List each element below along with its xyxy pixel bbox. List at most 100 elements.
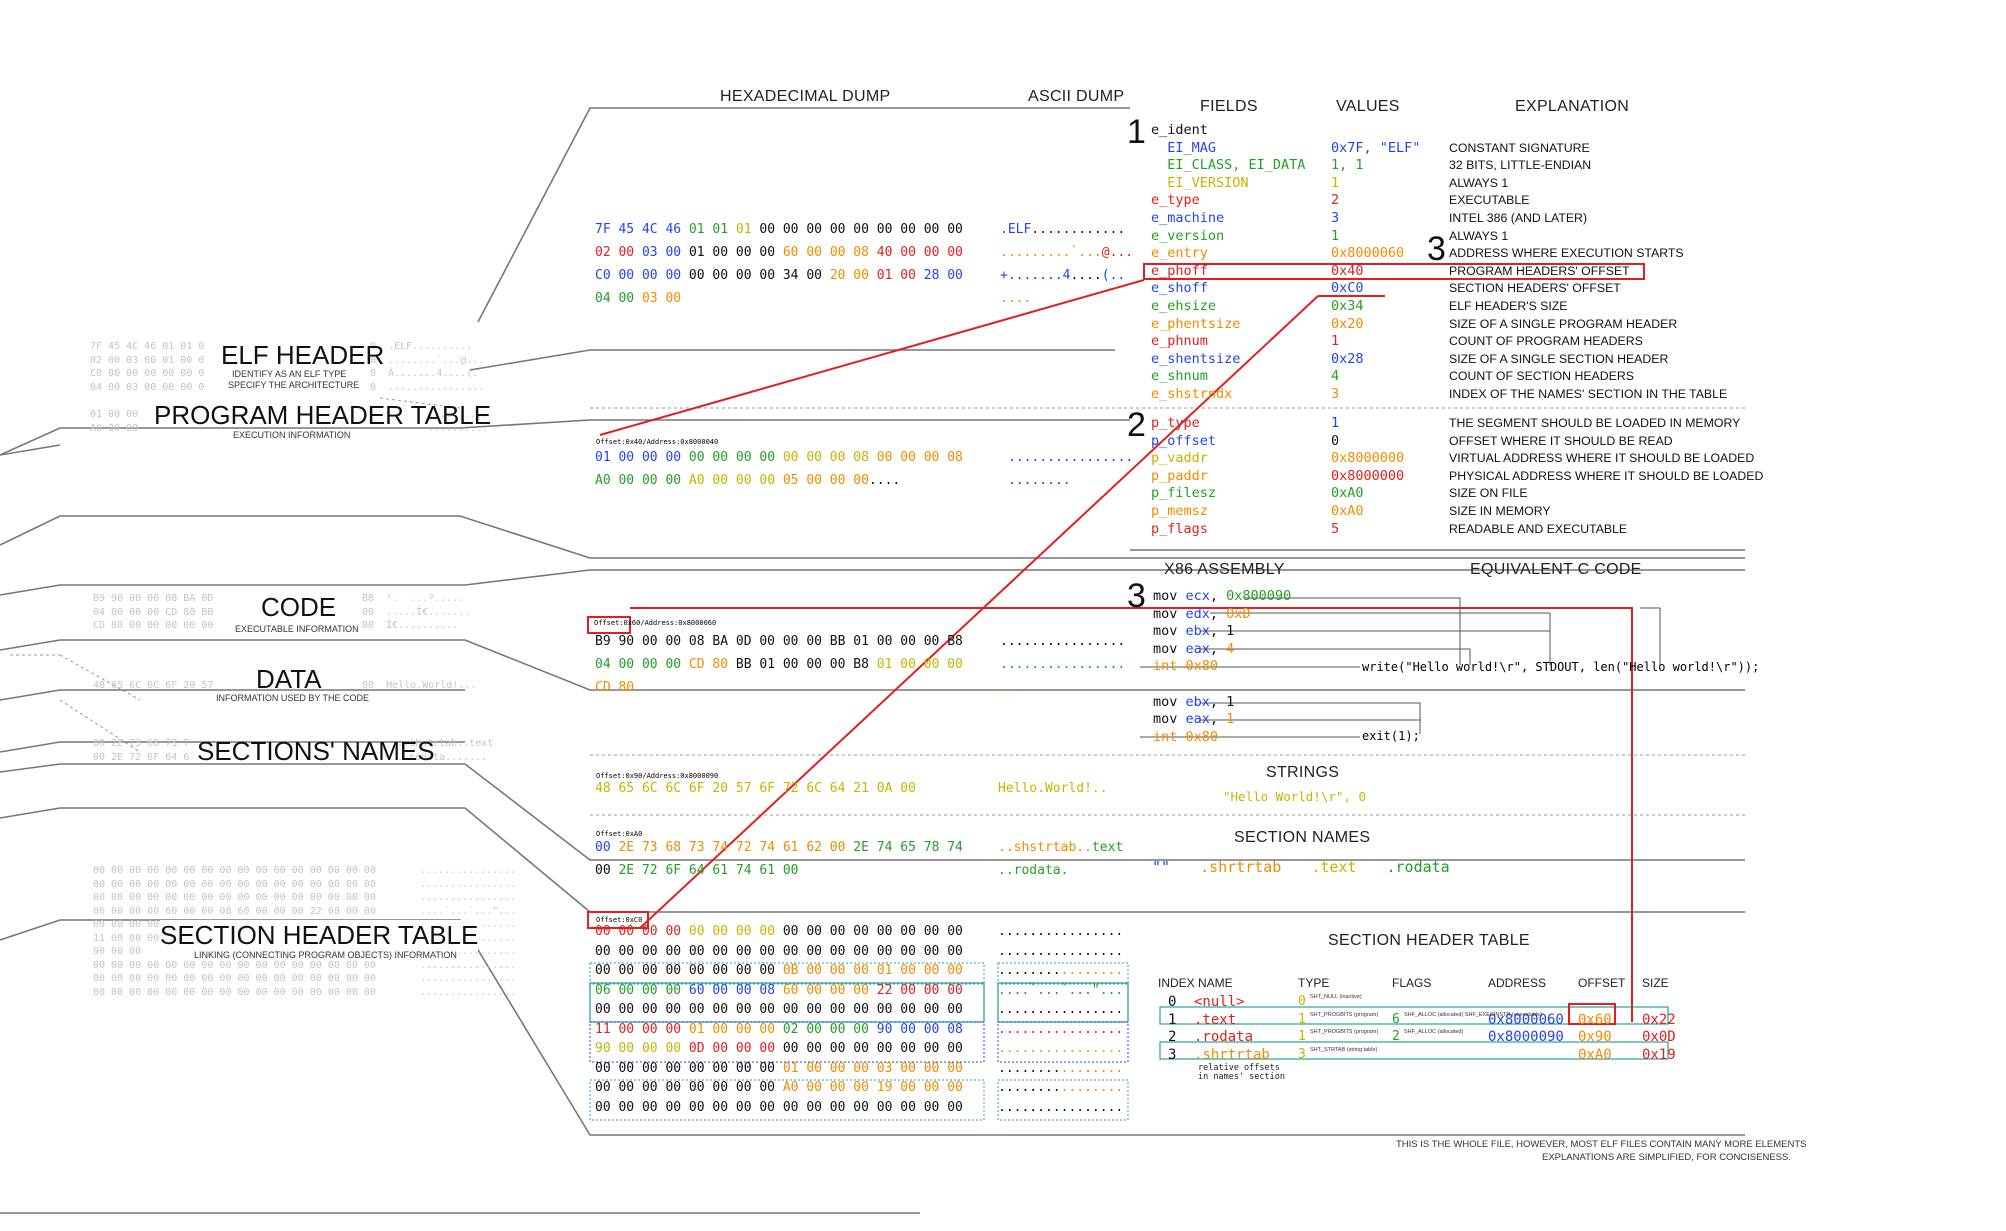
sht-column-header: INDEX: [1158, 976, 1195, 990]
asm-line: int 0x80: [1153, 658, 1291, 676]
elf-hex-run: 01 00 00 00: [688, 245, 783, 260]
elf-field-value: 0xC0: [1331, 280, 1364, 297]
ph-hex-run: A0 00 00 00: [688, 473, 783, 488]
elf-hex-run: 28 00: [923, 268, 963, 283]
sht-flags-note: SHF_ALLOC (allocated): [1404, 1029, 1464, 1035]
sht-hex-run: 00 00 00 00 00 00 00 00 00 00 00 00 00 0…: [595, 943, 963, 959]
sht-ascii-run: ................: [998, 1002, 1124, 1017]
fields-header: FIELDS: [1200, 98, 1258, 115]
sht-cell-name: .text: [1194, 1011, 1237, 1028]
sht-cell-size: 0x19: [1642, 1046, 1676, 1063]
elf-field-field: e_shnum: [1151, 368, 1208, 385]
ph-ghost-ascii: .......... ..........: [428, 409, 489, 434]
names-ascii-run: ..rodata.: [998, 863, 1069, 878]
elf-hex-run: 03 00: [641, 245, 689, 260]
code-subtitle: EXECUTABLE INFORMATION: [235, 624, 359, 634]
elf-field-explanation: SECTION HEADERS' OFFSET: [1449, 281, 1621, 296]
section-header-table-title: SECTION HEADER TABLE: [160, 920, 479, 951]
code-hex-line: 04 00 00 00 CD 80 BB 01 00 00 00 B8 01 0…: [595, 653, 963, 676]
elf-ascii-line: .........`...@...: [1000, 241, 1133, 264]
elf-field-explanation: ADDRESS WHERE EXECUTION STARTS: [1449, 246, 1684, 261]
sht-cell-index: 1: [1168, 1011, 1177, 1028]
elf-hex-run: 60 00 00 08: [782, 245, 877, 260]
ph-field-explanation: SIZE ON FILE: [1449, 486, 1528, 501]
sht-ascii-line: ................: [998, 1059, 1123, 1079]
ph-field-value: 1: [1331, 415, 1340, 431]
data-offset-label: Offset:0x90/Address:0x8000090: [596, 772, 719, 780]
sht-hex-run: 01 00 00 00: [688, 1021, 783, 1037]
asm-run: mov: [1153, 588, 1186, 604]
sht-cell-name: .shrtrtab: [1194, 1046, 1270, 1063]
elf-field-field: e_type: [1151, 192, 1200, 209]
sht-cell-index: 0: [1168, 994, 1177, 1010]
ph-ascii-line: ........: [1008, 469, 1133, 492]
sht-hex-run: 00 00 00 00 00 00 00 00: [595, 1080, 783, 1095]
elf-field-explanation: COUNT OF PROGRAM HEADERS: [1449, 334, 1643, 349]
data-ascii-dump: Hello.World!..: [998, 781, 1108, 796]
section-names-header: SECTION NAMES: [1234, 829, 1371, 846]
elf-field-value: 4: [1331, 368, 1340, 385]
sht-hex-run: 60 00 00 00: [782, 982, 877, 998]
ph-field-field: p_memsz: [1151, 502, 1208, 519]
asm-run: mov: [1153, 693, 1186, 710]
sht-cell-type: 1: [1298, 1011, 1306, 1027]
ph-field-explanation: PHYSICAL ADDRESS WHERE IT SHOULD BE LOAD…: [1449, 468, 1764, 483]
elf-hex-run: 40 00 00 00: [876, 245, 963, 260]
elf-field-value: 1: [1331, 174, 1340, 191]
sht-cell-flags: 2: [1392, 1029, 1400, 1044]
sht-hex-line: 00 00 00 00 00 00 00 00 00 00 00 00 00 0…: [595, 942, 963, 962]
ph-field-field: p_paddr: [1151, 467, 1208, 484]
asm-run: mov: [1153, 605, 1186, 622]
asm-line: [1153, 676, 1291, 694]
elf-field-field: e_phoff: [1151, 262, 1208, 279]
ph-offset-label: Offset:0x40/Address:0x8000040: [596, 438, 719, 446]
sht-cell-offset: 0x60: [1578, 1011, 1612, 1028]
names-hex-run: 00: [595, 863, 619, 878]
sht-cell-offset: 0x90: [1578, 1029, 1612, 1045]
elf-ghost-hex: 7F 45 4C 46 01 01 0 02 00 03 00 01 00 0 …: [90, 341, 205, 393]
sht-hex-run: 60 00 00 08: [688, 982, 783, 998]
sht-hex-run: 01 00 00 00 03 00 00 00: [782, 1060, 963, 1076]
asm-run: ecx: [1185, 588, 1210, 604]
program-header-table-title: PROGRAM HEADER TABLE: [154, 400, 492, 430]
sht-hex-run: 0D 00 00 00: [688, 1041, 783, 1056]
ph-field-value: 0xA0: [1331, 485, 1364, 502]
ph-field-field: p_vaddr: [1151, 450, 1208, 467]
asm-line: int 0x80: [1153, 729, 1291, 747]
sht-hex-run: 00 00 00 00: [595, 924, 689, 939]
names-hex-line: 00 2E 72 6F 64 61 74 61 00: [595, 859, 963, 882]
elf-header-hex-dump: 7F 45 4C 46 01 01 01 00 00 00 00 00 00 0…: [595, 218, 963, 310]
sht-hex-line: 11 00 00 00 01 00 00 00 02 00 00 00 90 0…: [595, 1020, 963, 1040]
sht-hex-run: 06 00 00 00: [595, 982, 689, 998]
sht-cell-flags: 6: [1392, 1011, 1400, 1027]
asm-run: ebx: [1185, 623, 1210, 640]
sht-hex-line: 00 00 00 00 00 00 00 00 0B 00 00 00 01 0…: [595, 961, 963, 981]
sht-cell-address: 0x8000060: [1488, 1011, 1564, 1028]
sht-hex-run: 90 00 00 08: [876, 1021, 963, 1037]
elf-field-explanation: CONSTANT SIGNATURE: [1449, 140, 1590, 155]
elf-field-explanation: SIZE OF A SINGLE SECTION HEADER: [1449, 351, 1669, 366]
asm-run: 0xD: [1226, 605, 1251, 622]
elf-field-value: 0x28: [1331, 350, 1364, 367]
sht-type-note: SHT_STRTAB (string table): [1310, 1046, 1378, 1053]
code-title: CODE: [261, 592, 337, 622]
asm-run: 1: [1226, 711, 1235, 728]
elf-field-field: e_shstrndx: [1151, 385, 1233, 402]
ph-field-field: p_flags: [1151, 520, 1208, 537]
asm-run: 1: [1226, 693, 1235, 710]
elf-field-field: e_machine: [1151, 209, 1225, 226]
code-hex-run: CD 80: [595, 680, 635, 695]
code-hex-dump: B9 90 00 00 08 BA 0D 00 00 00 BB 01 00 0…: [595, 630, 963, 699]
sht-hex-run: 90 00 00 00: [595, 1041, 689, 1056]
ph-field-value: 5: [1331, 520, 1340, 537]
elf-hex-line: 02 00 03 00 01 00 00 00 60 00 00 08 40 0…: [595, 241, 963, 264]
names-hex-run: 00: [595, 840, 619, 855]
names-ascii-line: ..rodata.: [998, 859, 1123, 882]
footer-line-1: THIS IS THE WHOLE FILE, HOWEVER, MOST EL…: [1396, 1139, 1807, 1150]
sht-ascii-line: ....`...`..."...: [998, 981, 1123, 1001]
elf-field-field: e_phentsize: [1151, 315, 1241, 332]
code-hex-run: CD 80: [688, 657, 736, 672]
elf-hex-run: 01 01: [688, 222, 736, 237]
ph-field-field: p_offset: [1151, 432, 1217, 449]
elf-field-explanation: PROGRAM HEADERS' OFFSET: [1449, 263, 1630, 278]
